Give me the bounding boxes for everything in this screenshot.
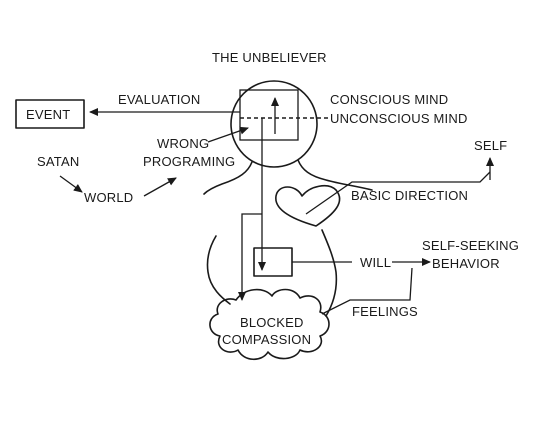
evaluation-label: EVALUATION bbox=[118, 92, 200, 107]
programing-label: PROGRAMING bbox=[143, 154, 235, 169]
unconscious-mind-label: UNCONSCIOUS MIND bbox=[330, 111, 468, 126]
world-arrow bbox=[143, 177, 177, 197]
right-torso-line bbox=[321, 229, 338, 317]
basic-direction-line bbox=[305, 171, 491, 215]
left-shoulder-line bbox=[203, 161, 253, 195]
feelings-label: FEELINGS bbox=[352, 304, 418, 319]
wrong-label: WRONG bbox=[157, 136, 209, 151]
heart-shape bbox=[275, 184, 341, 227]
event-box bbox=[15, 99, 85, 129]
basic-direction-label: BASIC DIRECTION bbox=[351, 188, 468, 203]
will-label: WILL bbox=[360, 255, 391, 270]
self-label: SELF bbox=[474, 138, 507, 153]
conscious-mind-label: CONSCIOUS MIND bbox=[330, 92, 448, 107]
blocked-label: BLOCKED bbox=[240, 315, 304, 330]
head-circle bbox=[230, 80, 318, 168]
will-box bbox=[253, 247, 293, 277]
human-figure-outline bbox=[203, 80, 373, 317]
blocked-compassion-cloud bbox=[209, 288, 330, 361]
mind-box bbox=[239, 89, 299, 141]
left-down-line bbox=[238, 213, 262, 301]
diagram-title: THE UNBELIEVER bbox=[212, 50, 327, 65]
programing-arrow bbox=[207, 126, 249, 143]
world-label: WORLD bbox=[84, 190, 133, 205]
left-torso-line bbox=[206, 235, 231, 305]
behavior-label: BEHAVIOR bbox=[432, 256, 500, 271]
satan-label: SATAN bbox=[37, 154, 79, 169]
feelings-line bbox=[321, 267, 413, 315]
self-seeking-label: SELF-SEEKING bbox=[422, 238, 519, 253]
right-shoulder-line bbox=[297, 159, 373, 191]
event-label: EVENT bbox=[26, 107, 70, 122]
compassion-label: COMPASSION bbox=[222, 332, 311, 347]
satan-arrow bbox=[59, 175, 83, 193]
